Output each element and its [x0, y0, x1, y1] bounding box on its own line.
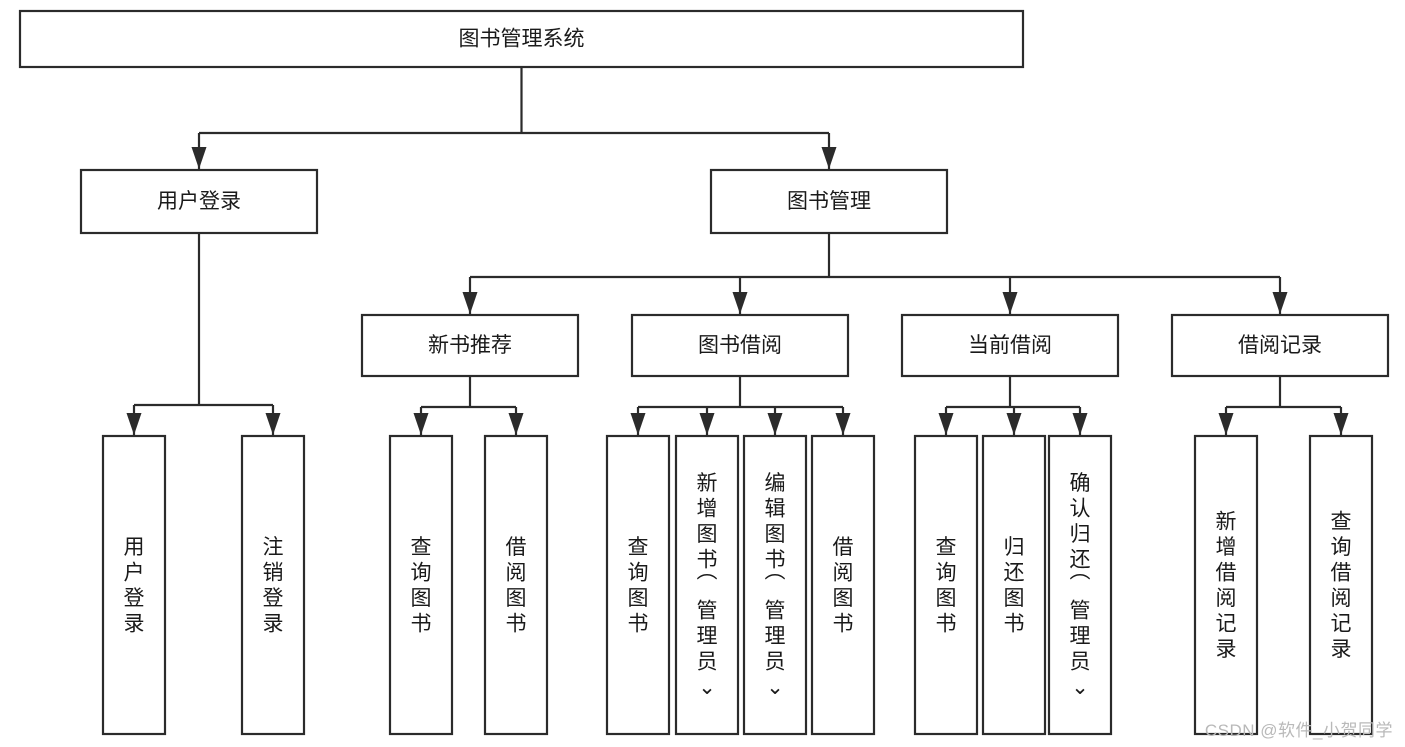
- node-leaf-borrow-book[interactable]: 借阅图书: [810, 434, 876, 736]
- node-book-borrow[interactable]: 图书借阅: [630, 313, 850, 378]
- node-boxes: 图书管理系统用户登录图书管理新书推荐图书借阅当前借阅借阅记录用户登录注销登录查询…: [18, 9, 1390, 736]
- node-box: [18, 9, 1025, 69]
- node-label: 用户登录: [157, 190, 241, 213]
- node-label: 借阅记录: [1238, 334, 1322, 357]
- node-leaf-user-login[interactable]: 用户登录: [101, 434, 167, 736]
- node-undefined[interactable]: 图书管理系统: [18, 9, 1025, 69]
- node-label: 查询借阅记录: [1331, 510, 1352, 661]
- arrow-head-icon: [508, 413, 524, 435]
- arrow-head-icon: [462, 292, 478, 314]
- node-label: 用户登录: [124, 536, 145, 636]
- arrow-head-icon: [821, 147, 837, 169]
- node-leaf-add-book-admin[interactable]: 新增图书⌒管理员⌄: [674, 434, 740, 736]
- node-label: 新书推荐: [428, 334, 512, 357]
- node-leaf-borrow-book-rec[interactable]: 借阅图书: [483, 434, 549, 736]
- node-label: 借阅图书: [506, 536, 527, 636]
- arrow-head-icon: [699, 413, 715, 435]
- node-new-book-recommend[interactable]: 新书推荐: [360, 313, 580, 378]
- node-leaf-query-book-borrow[interactable]: 查询图书: [605, 434, 671, 736]
- node-leaf-query-book-rec[interactable]: 查询图书: [388, 434, 454, 736]
- arrow-head-icon: [1006, 413, 1022, 435]
- arrow-head-icon: [1272, 292, 1288, 314]
- node-current-borrow[interactable]: 当前借阅: [900, 313, 1120, 378]
- node-label: 图书管理系统: [459, 28, 585, 51]
- arrow-head-icon: [767, 413, 783, 435]
- node-leaf-query-borrow-record[interactable]: 查询借阅记录: [1308, 434, 1374, 736]
- node-box: [605, 434, 671, 736]
- node-label: 归还图书: [1004, 536, 1025, 636]
- node-box: [810, 434, 876, 736]
- node-label: 图书借阅: [698, 334, 782, 357]
- node-leaf-confirm-return-admin[interactable]: 确认归还⌒管理员⌄: [1047, 434, 1113, 736]
- node-leaf-return-book[interactable]: 归还图书: [981, 434, 1047, 736]
- node-box: [981, 434, 1047, 736]
- arrow-head-icon: [1333, 413, 1349, 435]
- node-label: 查询图书: [411, 536, 432, 636]
- arrow-head-icon: [191, 147, 207, 169]
- node-box: [674, 434, 740, 736]
- arrow-head-icon: [126, 413, 142, 435]
- node-box: [913, 434, 979, 736]
- node-label: 当前借阅: [968, 334, 1052, 357]
- node-box: [900, 313, 1120, 378]
- node-box: [630, 313, 850, 378]
- node-box: [1047, 434, 1113, 736]
- node-box: [240, 434, 306, 736]
- node-box: [1193, 434, 1259, 736]
- arrow-head-icon: [835, 413, 851, 435]
- node-box: [1308, 434, 1374, 736]
- arrow-head-icon: [630, 413, 646, 435]
- node-leaf-edit-book-admin[interactable]: 编辑图书⌒管理员⌄: [742, 434, 808, 736]
- node-label: 图书管理: [787, 190, 871, 213]
- node-leaf-add-borrow-record[interactable]: 新增借阅记录: [1193, 434, 1259, 736]
- node-user-login[interactable]: 用户登录: [79, 168, 319, 235]
- node-label: 注销登录: [263, 536, 284, 636]
- node-label: 查询图书: [628, 536, 649, 636]
- arrow-head-icon: [732, 292, 748, 314]
- node-leaf-user-logout[interactable]: 注销登录: [240, 434, 306, 736]
- arrow-head-icon: [1072, 413, 1088, 435]
- node-leaf-query-book-current[interactable]: 查询图书: [913, 434, 979, 736]
- csdn-watermark: CSDN @软件_小贺同学: [1204, 721, 1393, 740]
- arrow-head-icon: [1002, 292, 1018, 314]
- node-label: 编辑图书⌒管理员⌄: [765, 472, 786, 699]
- node-box: [79, 168, 319, 235]
- connector-lines: [126, 67, 1349, 435]
- node-label: 新增图书⌒管理员⌄: [697, 472, 718, 699]
- node-box: [483, 434, 549, 736]
- node-book-management[interactable]: 图书管理: [709, 168, 949, 235]
- node-box: [388, 434, 454, 736]
- node-label: 确认归还⌒管理员⌄: [1070, 472, 1091, 699]
- node-box: [709, 168, 949, 235]
- arrow-head-icon: [938, 413, 954, 435]
- node-borrow-record[interactable]: 借阅记录: [1170, 313, 1390, 378]
- node-box: [360, 313, 580, 378]
- node-label: 借阅图书: [833, 536, 854, 636]
- node-box: [1170, 313, 1390, 378]
- node-box: [101, 434, 167, 736]
- arrow-head-icon: [413, 413, 429, 435]
- arrow-head-icon: [1218, 413, 1234, 435]
- node-label: 新增借阅记录: [1216, 510, 1237, 661]
- arrow-head-icon: [265, 413, 281, 435]
- node-box: [742, 434, 808, 736]
- node-label: 查询图书: [936, 536, 957, 636]
